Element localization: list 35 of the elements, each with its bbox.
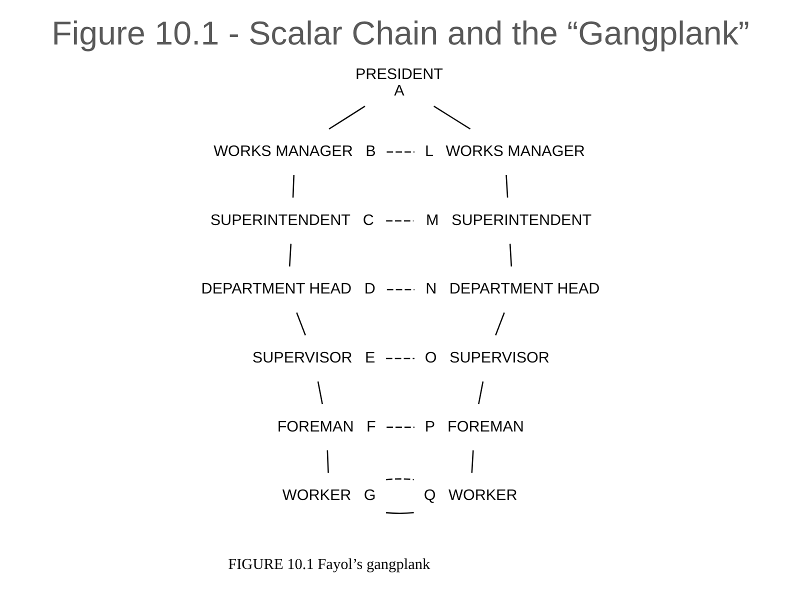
connector bbox=[288, 244, 292, 266]
node-text: O SUPERVISOR bbox=[424, 349, 549, 366]
node-text: SUPERVISOR E bbox=[252, 349, 375, 366]
connector bbox=[386, 289, 414, 290]
connector bbox=[386, 151, 414, 153]
connector bbox=[328, 106, 365, 130]
node-text: P FOREMAN bbox=[424, 418, 524, 436]
connector bbox=[292, 174, 294, 198]
connector bbox=[478, 381, 484, 404]
node-label: PRESIDENT bbox=[354, 66, 442, 83]
connector bbox=[470, 450, 474, 473]
node-text: A bbox=[394, 82, 404, 100]
node-text: WORKER G bbox=[282, 487, 376, 504]
connector bbox=[433, 106, 470, 130]
connector bbox=[386, 478, 414, 480]
connector bbox=[326, 450, 328, 473]
node-text: WORKS MANAGER B bbox=[213, 142, 376, 160]
node-text: DEPARTMENT HEAD D bbox=[200, 280, 375, 298]
node-text: SUPERINTENDENT C bbox=[210, 212, 374, 229]
node-text: Q WORKER bbox=[423, 487, 517, 504]
node-text: FOREMAN F bbox=[276, 418, 376, 436]
node-text: M SUPERINTENDENT bbox=[426, 212, 592, 229]
node-text: L WORKS MANAGER bbox=[424, 142, 584, 160]
connector bbox=[296, 312, 306, 336]
connector bbox=[386, 220, 413, 222]
connector bbox=[385, 358, 414, 360]
diagram-title: Figure 10.1 - Scalar Chain and the “Gangplank” bbox=[51, 16, 749, 53]
caption: FIGURE 10.1 Fayol’s gangplank bbox=[228, 556, 430, 573]
connector bbox=[494, 312, 504, 336]
node-text: N DEPARTMENT HEAD bbox=[425, 280, 600, 298]
connector bbox=[508, 244, 512, 266]
connector bbox=[316, 381, 322, 404]
connector bbox=[386, 426, 414, 428]
connector bbox=[505, 174, 508, 198]
connector bbox=[385, 512, 414, 514]
